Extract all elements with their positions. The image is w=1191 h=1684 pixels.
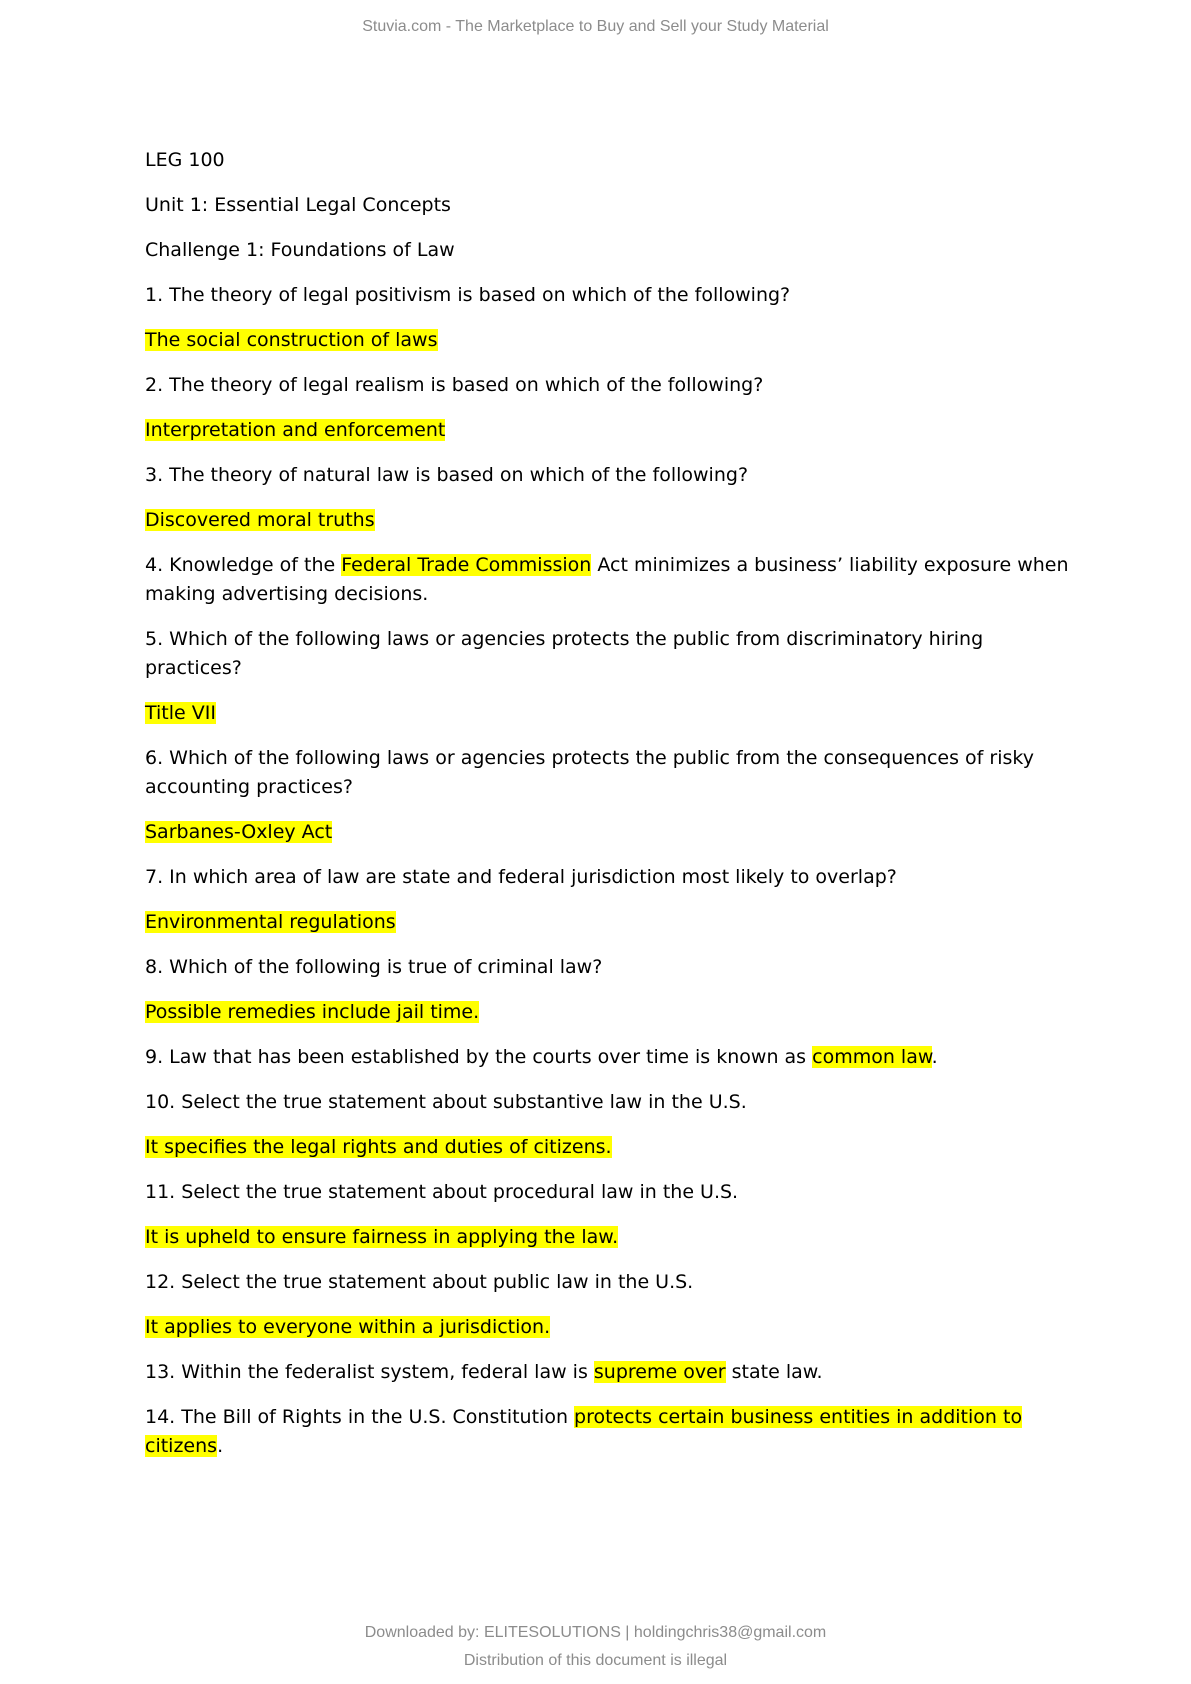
line-text: 4. Knowledge of the — [145, 554, 342, 576]
document-line: Possible remedies include jail time. — [145, 998, 1085, 1027]
document-line: 11. Select the true statement about proc… — [145, 1178, 1085, 1207]
document-line: 6. Which of the following laws or agenci… — [145, 744, 1085, 802]
highlighted-answer: Sarbanes-Oxley Act — [145, 821, 333, 843]
document-line: 1. The theory of legal positivism is bas… — [145, 281, 1085, 310]
document-line: Sarbanes-Oxley Act — [145, 818, 1085, 847]
line-text: 2. The theory of legal realism is based … — [145, 374, 764, 396]
document-line: 13. Within the federalist system, federa… — [145, 1358, 1085, 1387]
document-line: 8. Which of the following is true of cri… — [145, 953, 1085, 982]
highlighted-answer: It applies to everyone within a jurisdic… — [145, 1316, 551, 1338]
line-text: 5. Which of the following laws or agenci… — [145, 628, 984, 679]
highlighted-answer: It specifies the legal rights and duties… — [145, 1136, 612, 1158]
line-text: 13. Within the federalist system, federa… — [145, 1361, 594, 1383]
document-line: 4. Knowledge of the Federal Trade Commis… — [145, 551, 1085, 609]
document-line: 3. The theory of natural law is based on… — [145, 461, 1085, 490]
distribution-notice: Distribution of this document is illegal — [463, 1652, 728, 1669]
document-line: 14. The Bill of Rights in the U.S. Const… — [145, 1403, 1085, 1461]
line-text: . — [217, 1435, 224, 1457]
document-line: LEG 100 — [145, 146, 1085, 175]
document-line: Discovered moral truths — [145, 506, 1085, 535]
line-text: 7. In which area of law are state and fe… — [145, 866, 897, 888]
document-line: Challenge 1: Foundations of Law — [145, 236, 1085, 265]
download-info: Downloaded by: ELITESOLUTIONS | holdingc… — [364, 1624, 827, 1641]
line-text: 10. Select the true statement about subs… — [145, 1091, 747, 1113]
line-text: 3. The theory of natural law is based on… — [145, 464, 749, 486]
document-line: Environmental regulations — [145, 908, 1085, 937]
document-line: 2. The theory of legal realism is based … — [145, 371, 1085, 400]
highlighted-answer: Environmental regulations — [145, 911, 396, 933]
highlighted-answer: Title VII — [145, 702, 216, 724]
document-line: 10. Select the true statement about subs… — [145, 1088, 1085, 1117]
document-line: Title VII — [145, 699, 1085, 728]
line-text: state law. — [725, 1361, 823, 1383]
document-line: 5. Which of the following laws or agenci… — [145, 625, 1085, 683]
document-line: It is upheld to ensure fairness in apply… — [145, 1223, 1085, 1252]
highlighted-answer: The social construction of laws — [145, 329, 438, 351]
document-line: It applies to everyone within a jurisdic… — [145, 1313, 1085, 1342]
document-line: 12. Select the true statement about publ… — [145, 1268, 1085, 1297]
line-text: 11. Select the true statement about proc… — [145, 1181, 739, 1203]
line-text: Unit 1: Essential Legal Concepts — [145, 194, 451, 216]
line-text: 1. The theory of legal positivism is bas… — [145, 284, 791, 306]
line-text: . — [931, 1046, 938, 1068]
line-text: Act minimizes a business’ liability expo… — [145, 554, 1069, 605]
document-line: It specifies the legal rights and duties… — [145, 1133, 1085, 1162]
highlighted-answer: common law — [812, 1046, 932, 1068]
highlighted-answer: Discovered moral truths — [145, 509, 375, 531]
highlighted-answer: It is upheld to ensure fairness in apply… — [145, 1226, 619, 1248]
line-text: 9. Law that has been established by the … — [145, 1046, 813, 1068]
document-line: Unit 1: Essential Legal Concepts — [145, 191, 1085, 220]
document-line: 7. In which area of law are state and fe… — [145, 863, 1085, 892]
line-text: 14. The Bill of Rights in the U.S. Const… — [145, 1406, 575, 1428]
line-text: 6. Which of the following laws or agenci… — [145, 747, 1034, 798]
highlighted-answer: Interpretation and enforcement — [145, 419, 446, 441]
document-line: The social construction of laws — [145, 326, 1085, 355]
highlighted-answer: Possible remedies include jail time. — [145, 1001, 480, 1023]
site-watermark-header: Stuvia.com - The Marketplace to Buy and … — [362, 18, 829, 35]
line-text: 12. Select the true statement about publ… — [145, 1271, 694, 1293]
document-line: 9. Law that has been established by the … — [145, 1043, 1085, 1072]
line-text: 8. Which of the following is true of cri… — [145, 956, 603, 978]
line-text: LEG 100 — [145, 149, 225, 171]
highlighted-answer: supreme over — [593, 1361, 726, 1383]
highlighted-answer: Federal Trade Commission — [341, 554, 592, 576]
line-text: Challenge 1: Foundations of Law — [145, 239, 455, 261]
document-line: Interpretation and enforcement — [145, 416, 1085, 445]
